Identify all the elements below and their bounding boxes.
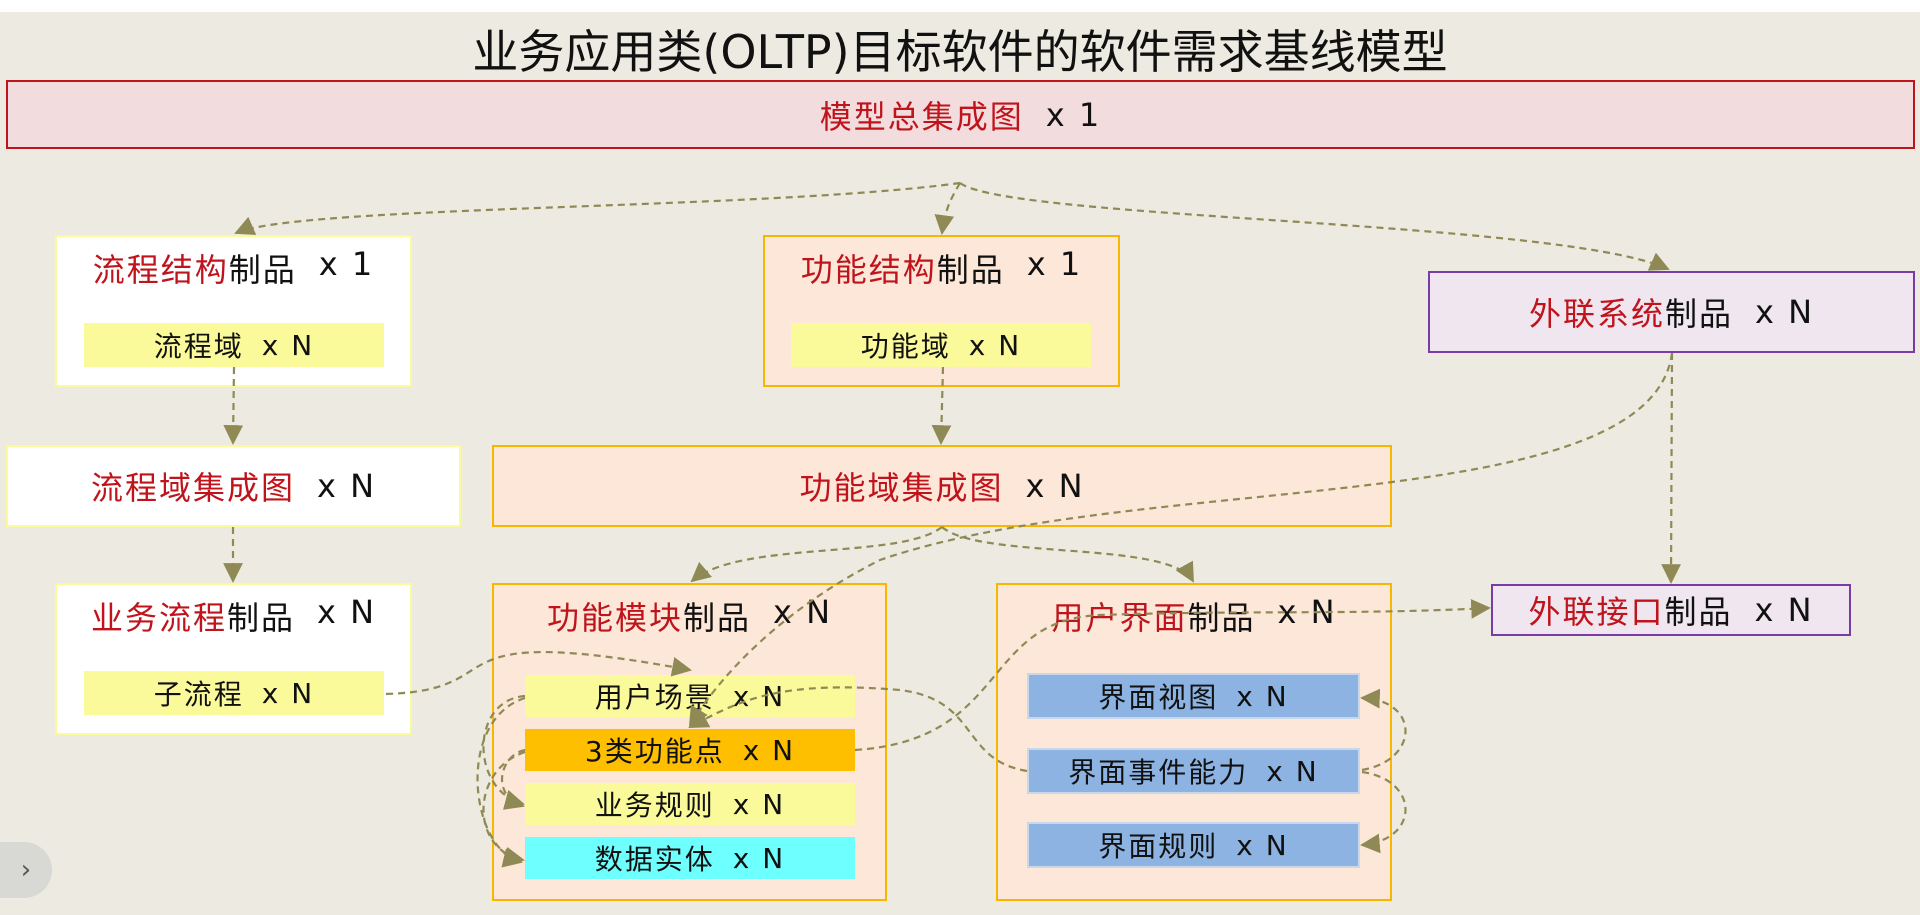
node-user-scenario-text: 用户场景	[594, 681, 715, 714]
node-overall-mult: x 1	[1045, 95, 1102, 134]
node-external-interface-black: 制品	[1664, 593, 1733, 631]
node-function-domain-mult: x N	[968, 328, 1022, 362]
node-function-points-text: 3类功能点	[584, 735, 725, 768]
node-overall-integration: 模型总集成图 x 1	[6, 80, 1915, 149]
node-user-interface-mult: x N	[1277, 593, 1337, 631]
node-sub-process: 子流程 x N	[84, 671, 384, 715]
node-ui-rules: 界面规则 x N	[1027, 822, 1360, 868]
node-process-domain: 流程域 x N	[84, 323, 384, 367]
node-external-system-red: 外联系统	[1528, 295, 1665, 333]
node-user-interface-red: 用户界面	[1051, 599, 1188, 637]
node-external-system: 外联系统制品 x N	[1428, 271, 1915, 353]
node-function-domain: 功能域 x N	[791, 323, 1091, 367]
node-user-scenario: 用户场景 x N	[525, 675, 855, 717]
node-process-structure-mult: x 1	[318, 245, 375, 283]
node-business-process-black: 制品	[226, 599, 295, 637]
node-ui-event-capability-mult: x N	[1266, 754, 1319, 788]
node-ui-rules-text: 界面规则	[1098, 830, 1219, 863]
node-sub-process-mult: x N	[261, 676, 315, 710]
node-business-rules: 业务规则 x N	[525, 783, 855, 825]
node-business-rules-text: 业务规则	[594, 789, 715, 822]
chevron-right-icon: ›	[20, 855, 32, 885]
node-user-scenario-mult: x N	[732, 679, 786, 713]
node-function-domain-diagram-red: 功能域集成图	[799, 469, 1004, 507]
sidebar-toggle-button[interactable]: ›	[0, 842, 52, 898]
node-ui-event-capability: 界面事件能力 x N	[1027, 748, 1360, 794]
node-function-structure-black: 制品	[936, 251, 1005, 289]
node-data-entity: 数据实体 x N	[525, 837, 855, 879]
node-function-points-mult: x N	[742, 733, 796, 767]
node-data-entity-mult: x N	[732, 841, 786, 875]
node-function-domain-diagram-mult: x N	[1025, 467, 1085, 505]
node-ui-view: 界面视图 x N	[1027, 673, 1360, 719]
node-external-system-black: 制品	[1664, 295, 1733, 333]
node-process-structure-red: 流程结构	[92, 251, 229, 289]
node-function-structure-mult: x 1	[1026, 245, 1083, 283]
node-function-domain-diagram: 功能域集成图 x N	[492, 445, 1392, 527]
node-function-module-red: 功能模块	[546, 599, 683, 637]
node-ui-view-mult: x N	[1236, 679, 1289, 713]
node-business-process-mult: x N	[316, 593, 377, 631]
node-process-domain-diagram: 流程域集成图 x N	[6, 445, 461, 527]
node-function-module-black: 制品	[682, 599, 751, 637]
node-external-interface: 外联接口制品 x N	[1491, 584, 1851, 636]
node-function-structure-red: 功能结构	[800, 251, 937, 289]
node-process-domain-diagram-red: 流程域集成图	[90, 469, 295, 507]
node-external-interface-mult: x N	[1754, 591, 1814, 629]
node-process-domain-diagram-mult: x N	[316, 467, 377, 505]
node-process-structure-black: 制品	[228, 251, 297, 289]
node-process-domain-mult: x N	[261, 328, 315, 362]
node-process-domain-text: 流程域	[153, 330, 244, 363]
node-sub-process-text: 子流程	[153, 678, 244, 711]
node-business-process-red: 业务流程	[90, 599, 227, 637]
node-ui-event-capability-text: 界面事件能力	[1068, 756, 1249, 789]
node-overall-name: 模型总集成图	[819, 97, 1024, 136]
node-user-interface-black: 制品	[1187, 599, 1256, 637]
node-function-module-mult: x N	[772, 593, 833, 631]
node-external-interface-red: 外联接口	[1528, 593, 1665, 631]
node-function-points: 3类功能点 x N	[525, 729, 855, 771]
node-data-entity-text: 数据实体	[594, 843, 715, 876]
node-ui-view-text: 界面视图	[1098, 681, 1219, 714]
node-function-domain-text: 功能域	[860, 330, 951, 363]
node-external-system-mult: x N	[1754, 293, 1815, 331]
node-business-rules-mult: x N	[732, 787, 786, 821]
diagram-title: 业务应用类(OLTP)目标软件的软件需求基线模型	[472, 25, 1448, 79]
node-process-structure: 流程结构制品 x 1	[55, 235, 412, 387]
node-ui-rules-mult: x N	[1236, 828, 1289, 862]
